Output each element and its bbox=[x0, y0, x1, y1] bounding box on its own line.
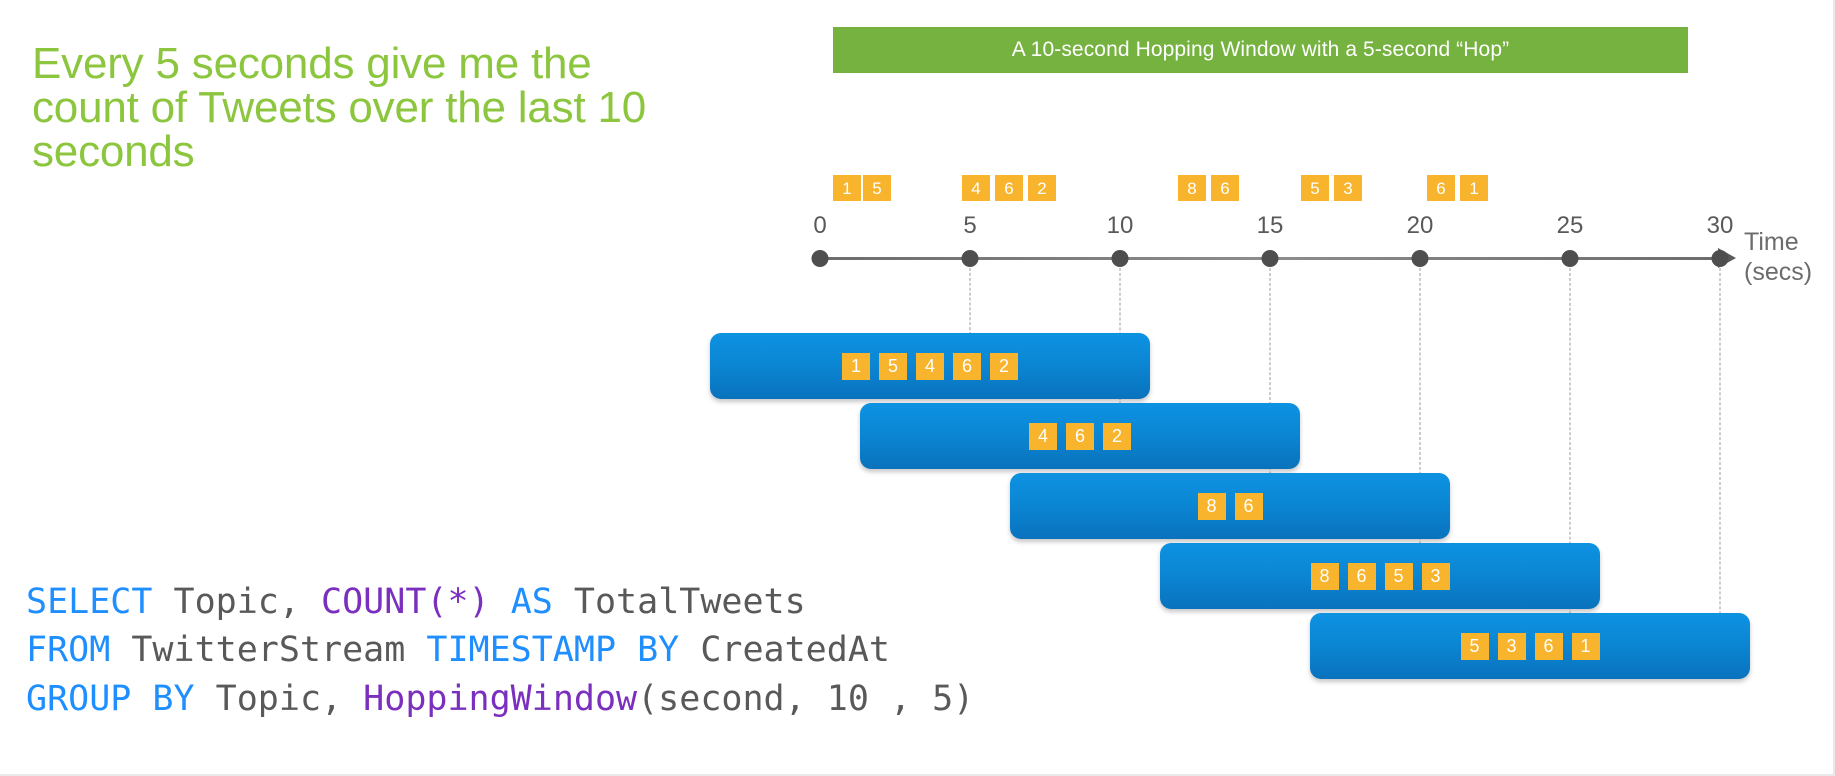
window-event-chip: 2 bbox=[990, 352, 1018, 380]
tick-dot-15 bbox=[1261, 250, 1279, 267]
window-event-chip: 1 bbox=[1571, 632, 1600, 660]
window-event-chip: 6 bbox=[1534, 632, 1563, 660]
tick-dot-10 bbox=[1111, 250, 1129, 267]
sql-token: SELECT bbox=[26, 582, 174, 622]
tick-dot-0 bbox=[811, 250, 829, 267]
tick-dot-5 bbox=[961, 250, 979, 267]
window-event-chip: 6 bbox=[953, 352, 981, 380]
tick-dot-25 bbox=[1561, 250, 1579, 267]
tick-label-20: 20 bbox=[1406, 212, 1434, 239]
sql-token: GROUP BY bbox=[26, 678, 216, 719]
timeline-event-chip: 5 bbox=[1301, 175, 1329, 201]
sql-line3: GROUP BY Topic, HoppingWindow(second, 10… bbox=[26, 675, 974, 723]
sql-token: Topic, bbox=[215, 678, 364, 719]
banner-title-text: A 10-second Hopping Window with a 5-seco… bbox=[1011, 38, 1510, 61]
sql-token: HoppingWindow bbox=[363, 678, 638, 719]
sql-token: TwitterStream bbox=[131, 630, 427, 671]
tick-label-30: 30 bbox=[1706, 212, 1734, 239]
sql-token: AS bbox=[510, 582, 574, 622]
sql-token: FROM bbox=[26, 630, 132, 671]
window-event-chip: 2 bbox=[1103, 422, 1131, 450]
window-event-chip: 8 bbox=[1310, 562, 1339, 590]
window-event-chip: 3 bbox=[1421, 562, 1450, 590]
window-event-chip: 8 bbox=[1197, 492, 1226, 520]
window-event-chip: 6 bbox=[1066, 422, 1094, 450]
window-event-chip: 4 bbox=[916, 352, 944, 380]
sql-token: (second, 10 , 5) bbox=[637, 678, 975, 719]
sql-line1: SELECT Topic, COUNT(*) AS TotalTweets bbox=[26, 578, 974, 626]
timeline-event-chip: 6 bbox=[1427, 175, 1455, 201]
sql-token: COUNT(*) bbox=[321, 582, 511, 622]
timeline-event-chip: 6 bbox=[1211, 175, 1239, 201]
window-event-chip: 5 bbox=[1384, 562, 1413, 590]
banner-title-bar: A 10-second Hopping Window with a 5-seco… bbox=[833, 27, 1688, 73]
window-event-chip: 5 bbox=[1460, 632, 1489, 660]
window-event-chip: 3 bbox=[1497, 632, 1526, 660]
timeline-event-chip: 1 bbox=[833, 175, 861, 201]
sql-token: CreatedAt bbox=[700, 630, 890, 671]
timeline-event-chip: 3 bbox=[1334, 175, 1362, 201]
sql-line2: FROM TwitterStream TIMESTAMP BY CreatedA… bbox=[26, 626, 974, 674]
window-event-chip: 1 bbox=[842, 352, 870, 380]
window-event-chip: 4 bbox=[1029, 422, 1057, 450]
tick-label-25: 25 bbox=[1556, 212, 1584, 239]
tick-label-10: 10 bbox=[1106, 212, 1134, 239]
sql-token: TotalTweets bbox=[573, 582, 806, 622]
tick-dot-30 bbox=[1711, 250, 1729, 267]
tick-label-0: 0 bbox=[813, 212, 827, 239]
tick-label-15: 15 bbox=[1256, 212, 1284, 239]
timeline-event-chip: 8 bbox=[1178, 175, 1206, 201]
page-title: Every 5 seconds give me the count of Twe… bbox=[32, 39, 647, 176]
tick-label-5: 5 bbox=[963, 212, 977, 239]
drop-line-25 bbox=[1569, 268, 1571, 679]
timeline-event-chip: 6 bbox=[995, 175, 1023, 201]
timeline-event-chip: 1 bbox=[1460, 175, 1488, 201]
sql-token: TIMESTAMP BY bbox=[426, 630, 701, 671]
window-event-chip: 5 bbox=[879, 352, 907, 380]
sql-token: Topic, bbox=[173, 582, 322, 622]
drop-line-20 bbox=[1419, 268, 1421, 609]
drop-line-30 bbox=[1719, 268, 1721, 679]
timeline-event-chip: 2 bbox=[1028, 175, 1056, 201]
window-event-chip: 6 bbox=[1234, 492, 1263, 520]
window-event-chip: 6 bbox=[1347, 562, 1376, 590]
timeline-event-chip: 4 bbox=[962, 175, 990, 201]
axis-label-time: Time (secs) bbox=[1744, 228, 1813, 286]
tick-dot-20 bbox=[1411, 250, 1429, 267]
timeline-event-chip: 5 bbox=[863, 175, 891, 201]
